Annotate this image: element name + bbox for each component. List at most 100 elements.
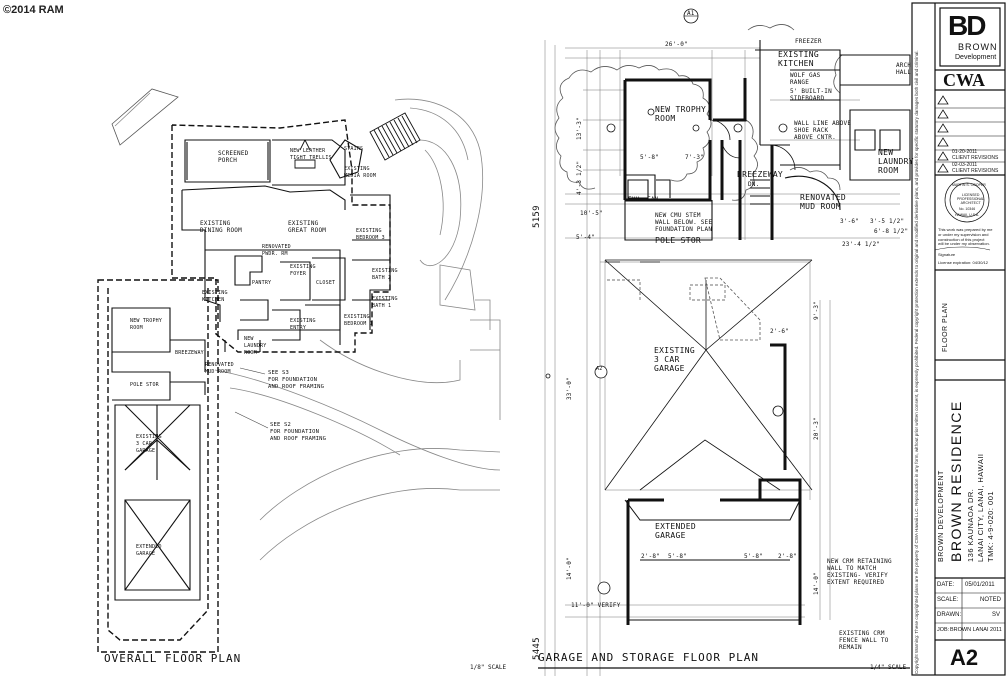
signature-label: Signature [938,252,956,257]
field-drawn-value: SV [992,612,1001,618]
logo-word-development: Development [955,54,997,61]
revision-1: 01-20-2011 CLIENT REVISIONS [952,149,999,161]
room-stairs: STAIRS [344,146,364,152]
dim-top: 26'-0" [665,41,688,48]
room-bedroom-3: EXISTING BEDROOM 3 [356,228,385,241]
label-wall-line: WALL LINE ABOVE SHOE RACK ABOVE CNTR. [794,120,852,141]
note-see-s3: SEE S3 FOR FOUNDATION and ROOF FRAMING [268,370,325,390]
label-freezer: FREEZER [795,38,822,45]
dim-5-8b: 5'-8" [744,553,764,560]
room-breezeway: BREEZEWAY [175,350,204,356]
project-owner: BROWN DEVELOPMENT [938,470,945,562]
dim-14-0b: 14'-0" [813,572,820,595]
room-laundry: NEW LAUNDRY ROOM [244,336,267,356]
logo-word-brown: BROWN [958,42,998,52]
label-pole-stor: POLE STOR [655,236,702,245]
dim-20-3: 20'-3" [813,417,820,440]
room-mudroom: RENOVATED MUD ROOM [205,362,234,375]
certification-text: This work was prepared by me or under my… [938,227,993,247]
dim-4-3: 4'-3 1/2" [576,160,583,195]
label-existing-garage: EXISTING 3 CAR GARAGE [654,346,695,373]
overall-plan-scale: 1/8" SCALE [470,664,507,671]
label-new-trophy-room: NEW TROPHY ROOM [655,105,707,123]
label-crm-retaining: NEW CRM RETAINING WALL TO MATCH EXISTING… [827,558,892,586]
room-media: EXISTING MEDIA ROOM [344,166,377,179]
section-tag-a1: A1 [687,10,695,17]
dim-13-3: 13'-3" [576,117,583,140]
room-pantry: PANTRY [252,280,272,286]
dim-5-4: 5'-4" [576,234,596,241]
field-scale-value: NOTED [980,597,1001,603]
room-powder: RENOVATED PWDR. RM [262,244,291,257]
watermark-text: ©2014 RAM [3,4,64,16]
license-expiration: License expiration: 04/30/12 [938,260,989,265]
section-tag-a2: A2 [596,366,603,372]
dim-23-4: 23'-4 1/2" [842,241,881,248]
sheet-number: A2 [950,645,979,670]
dim-6-8: 6'-8 1/2" [874,228,909,235]
stamp-name: MARTIN S. COOPER [952,183,986,187]
label-crm-fence: EXISTING CRM FENCE WALL TO REMAIN [839,630,889,651]
label-breezeway: BREEZEWAY [737,170,784,179]
field-job-value: BROWN LANAI 2011 [950,627,1002,633]
field-job-label: JOB: [937,627,950,633]
dim-5-8a: 5'-8" [668,553,688,560]
dim-2-6: 2'-6" [770,328,790,335]
dim-3-5: 3'-5 1/2" [870,218,905,225]
project-address-2: LANAI CITY, LANAI, HAWAII [976,453,985,563]
dim-10-5: 10'-5" [580,210,603,217]
room-great: EXISTING GREAT ROOM [288,220,327,234]
room-pole-stor: POLE STOR [130,382,159,388]
label-wolf-range: WOLF GAS RANGE [790,72,821,86]
label-extended-garage: EXTENDED GARAGE [655,522,696,540]
room-garage: EXISTING 3 CAR GARAGE [136,434,162,454]
dim-33-0: 33'-0" [566,377,573,400]
room-screened-porch: SCREENED PORCH [218,150,249,164]
dim-7-3: 7'-3" [685,154,705,161]
label-dn: DN. [748,181,760,188]
dim-11-0: 11'-0" VERIFY [571,602,621,609]
room-kitchen: EXISTING KITCHEN [202,290,228,303]
project-address-1: 136 KAUNAOA DR. [966,488,975,562]
field-date-value: 05/01/2011 [965,582,995,588]
room-closet: CLOSET [316,280,336,286]
dim-2-8b: 2'-8" [778,553,798,560]
label-cmu-stem: NEW CMU STEM WALL BELOW. SEE FOUNDATION … [655,212,713,233]
room-entry: EXISTING ENTRY [290,318,316,331]
label-exh-fan: EXH. FAN [628,196,659,203]
dim-3-6: 3'-6" [840,218,860,225]
field-scale-label: SCALE: [937,597,959,603]
dim-5-8: 5'-8" [640,154,660,161]
label-sideboard: 5' BUILT-IN SIDEBOARD [790,88,832,102]
room-bath-1: EXISTING BATH 1 [372,296,398,309]
room-bedroom-1: EXISTING BEDROOM 1 [344,314,373,327]
sheet-title: FLOOR PLAN [942,302,949,352]
logo-letters: BD [948,10,986,41]
room-extended-garage: EXTENDED GARAGE [136,544,162,557]
revision-2: 02-03-2011 CLIENT REVISIONS [952,162,999,174]
dim-14-0: 14'-0" [566,557,573,580]
elevation-5159: 5159 [532,205,542,228]
project-tmk: TMK: 4-9-020: 001 [986,490,995,562]
room-dining: EXISTING DINING ROOM [200,220,242,234]
room-trophy: NEW TROPHY ROOM [130,318,163,331]
project-name: BROWN RESIDENCE [948,400,964,562]
note-see-s2: SEE S2 FOR FOUNDATION and ROOF FRAMING [270,422,327,442]
label-arch-hall: ARCH HALL [896,62,912,76]
label-new-laundry: NEW LAUNDRY ROOM [878,148,914,175]
stamp-licensed: LICENSED PROFESSIONAL ARCHITECT [957,193,985,205]
room-trellis: NEW LEATHER TIGHT TRELLIS [290,148,332,161]
copyright-warning: Copyright Warning: These copyrighted pla… [914,50,919,674]
overall-plan-title: OVERALL FLOOR PLAN [104,652,242,665]
garage-plan-scale: 1/4" SCALE [870,664,907,671]
stamp-state: HAWAII, U.S.A. [955,213,980,217]
room-foyer: EXISTING FOYER [290,264,316,277]
room-bath-2: EXISTING BATH 2 [372,268,398,281]
stamp-number: No. 10346 [959,207,976,211]
field-date-label: DATE: [937,582,955,588]
label-existing-kitchen: EXISTING KITCHEN [778,50,819,68]
dim-2-8a: 2'-8" [641,553,661,560]
field-drawn-label: DRAWN: [937,612,962,618]
garage-plan-title: GARAGE and STORAGE FLOOR PLAN [538,651,760,664]
